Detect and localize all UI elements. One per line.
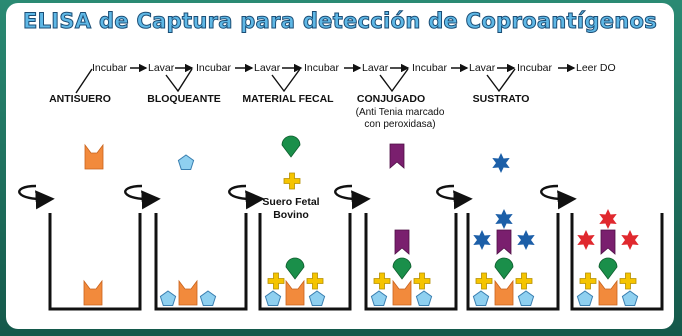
stage-bloqueante: BLOQUEANTE bbox=[147, 93, 221, 105]
antibody-icon bbox=[178, 280, 198, 306]
step-lavar-1: Lavar bbox=[148, 62, 175, 74]
blocker-pentagon-icon bbox=[264, 290, 282, 306]
well-1 bbox=[48, 213, 142, 311]
serum-cross-icon bbox=[306, 272, 324, 290]
stage-antisuero: ANTISUERO bbox=[49, 93, 111, 105]
well-5 bbox=[466, 213, 560, 311]
step-incubar-1: Incubar bbox=[92, 62, 128, 74]
conjugado-note-line2: con peroxidasa) bbox=[364, 119, 435, 130]
antibody-icon bbox=[598, 280, 618, 306]
connector bbox=[75, 68, 93, 94]
antigen-icon bbox=[281, 135, 301, 158]
antibody-icon bbox=[285, 280, 305, 306]
blocker-pentagon-icon bbox=[199, 290, 217, 306]
step-lavar-3: Lavar bbox=[362, 62, 389, 74]
blocker-pentagon-icon bbox=[370, 290, 388, 306]
elisa-diagram: Incubar Lavar Incubar Lavar Incubar Lava… bbox=[18, 62, 664, 311]
serum-cross-icon bbox=[475, 272, 493, 290]
suero-label-line1: Suero Fetal bbox=[262, 196, 319, 208]
antigen-icon bbox=[494, 257, 514, 280]
curved-arrow bbox=[124, 184, 161, 210]
antigen-icon bbox=[285, 257, 305, 280]
curved-arrow bbox=[540, 184, 577, 210]
substrate-red-star-icon bbox=[577, 230, 595, 250]
well-2 bbox=[154, 213, 248, 311]
stage-material-fecal: MATERIAL FECAL bbox=[242, 93, 334, 105]
antibody-icon bbox=[494, 280, 514, 306]
substrate-star-icon bbox=[517, 230, 535, 250]
step-incubar-2: Incubar bbox=[196, 62, 232, 74]
step-leer: Leer DO bbox=[576, 62, 616, 74]
blocker-pentagon-icon bbox=[177, 154, 195, 170]
conjugate-icon bbox=[389, 143, 405, 169]
suero-label-line2: Bovino bbox=[273, 209, 309, 221]
stage-conjugado: CONJUGADO bbox=[357, 93, 425, 105]
diagram-title: ELISA de Captura para detección de Copro… bbox=[22, 9, 658, 34]
well-4 bbox=[364, 213, 458, 311]
conjugate-icon bbox=[496, 229, 512, 255]
diagram-panel: ELISA de Captura para detección de Copro… bbox=[6, 3, 674, 329]
connector bbox=[165, 68, 193, 93]
antigen-icon bbox=[392, 257, 412, 280]
curved-arrow bbox=[436, 184, 473, 210]
step-incubar-5: Incubar bbox=[517, 62, 553, 74]
curved-arrow bbox=[18, 184, 55, 210]
blocker-pentagon-icon bbox=[159, 290, 177, 306]
stage-sustrato: SUSTRATO bbox=[473, 93, 530, 105]
serum-cross-icon bbox=[619, 272, 637, 290]
substrate-star-icon bbox=[495, 209, 513, 229]
connector bbox=[379, 68, 409, 93]
well-3 bbox=[258, 213, 352, 311]
substrate-red-star-icon bbox=[621, 230, 639, 250]
antibody-icon bbox=[84, 144, 104, 170]
serum-cross-icon bbox=[373, 272, 391, 290]
blocker-pentagon-icon bbox=[517, 290, 535, 306]
curved-arrow bbox=[334, 184, 371, 210]
curved-arrow bbox=[228, 184, 265, 210]
step-lavar-4: Lavar bbox=[469, 62, 496, 74]
substrate-red-star-icon bbox=[599, 209, 617, 229]
serum-cross-icon bbox=[413, 272, 431, 290]
antibody-icon bbox=[83, 280, 103, 306]
blocker-pentagon-icon bbox=[472, 290, 490, 306]
antibody-icon bbox=[392, 280, 412, 306]
blocker-pentagon-icon bbox=[415, 290, 433, 306]
substrate-star-icon bbox=[492, 153, 510, 173]
connector bbox=[486, 68, 516, 93]
blocker-pentagon-icon bbox=[621, 290, 639, 306]
serum-cross-icon bbox=[283, 172, 301, 190]
well-6 bbox=[570, 213, 664, 311]
serum-cross-icon bbox=[267, 272, 285, 290]
step-incubar-4: Incubar bbox=[412, 62, 448, 74]
blocker-pentagon-icon bbox=[576, 290, 594, 306]
serum-cross-icon bbox=[579, 272, 597, 290]
antigen-icon bbox=[598, 257, 618, 280]
conjugate-icon bbox=[394, 229, 410, 255]
connector bbox=[271, 68, 301, 93]
conjugado-note-line1: (Anti Tenia marcado bbox=[356, 107, 445, 118]
step-incubar-3: Incubar bbox=[304, 62, 340, 74]
serum-cross-icon bbox=[515, 272, 533, 290]
blocker-pentagon-icon bbox=[308, 290, 326, 306]
conjugate-icon bbox=[600, 229, 616, 255]
step-lavar-2: Lavar bbox=[254, 62, 281, 74]
substrate-star-icon bbox=[473, 230, 491, 250]
